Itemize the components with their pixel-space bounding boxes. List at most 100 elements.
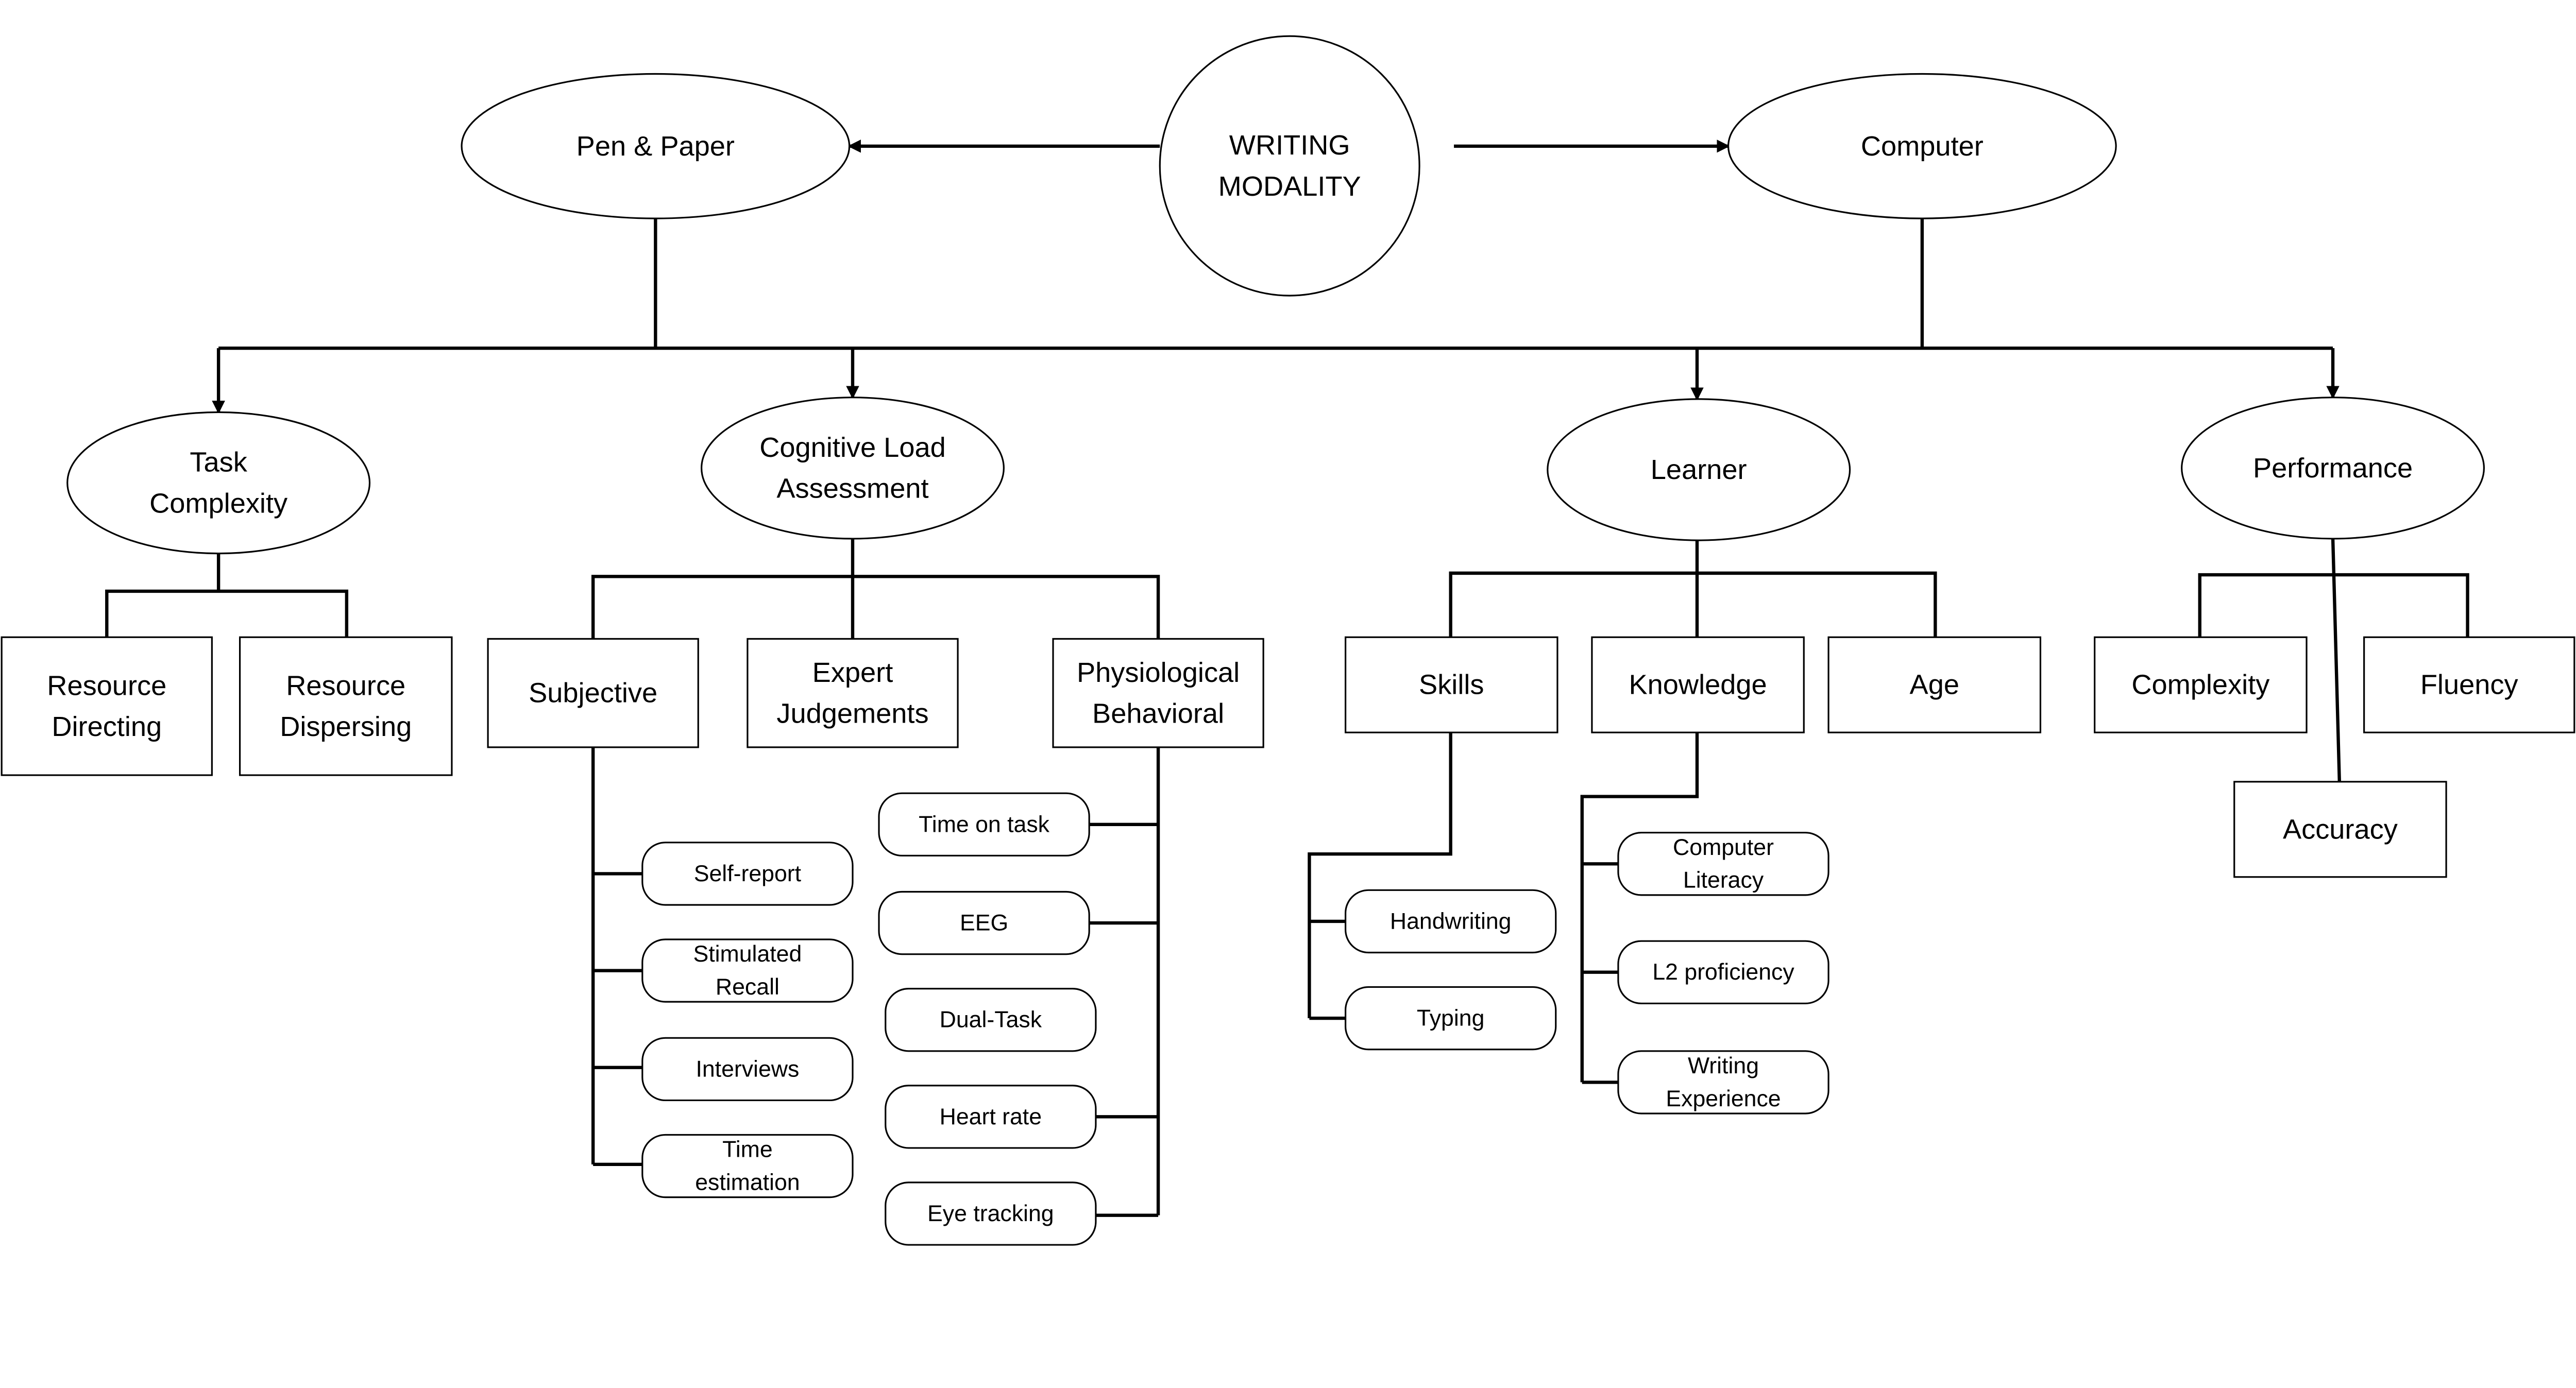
stimulated-recall-label: Recall bbox=[716, 974, 779, 1000]
resource-directing-shape bbox=[1, 636, 213, 776]
interviews-shape bbox=[641, 1037, 854, 1102]
cognitive-load-shape bbox=[701, 397, 1005, 540]
cognitive-load-label: Cognitive Load bbox=[759, 432, 946, 463]
subjective-shape bbox=[487, 638, 699, 748]
computer-literacy-label: Literacy bbox=[1683, 868, 1764, 893]
node-complexity: Complexity bbox=[2094, 636, 2308, 733]
handwriting-shape bbox=[1345, 889, 1557, 954]
skills-label: Skills bbox=[1419, 670, 1484, 700]
node-skills: Skills bbox=[1345, 636, 1558, 733]
line-task-branches bbox=[105, 589, 349, 638]
time-on-task-shape bbox=[878, 792, 1090, 856]
node-performance: Performance bbox=[2181, 397, 2485, 540]
knowledge-shape bbox=[1591, 636, 1805, 733]
line-learner-branches bbox=[1449, 571, 1937, 638]
resource-dispersing-label: Resource bbox=[286, 670, 405, 701]
node-pen-paper: Pen & Paper bbox=[461, 73, 851, 219]
l2-proficiency-shape bbox=[1617, 940, 1829, 1004]
writing-experience-shape bbox=[1617, 1050, 1829, 1115]
writing-experience-label: Experience bbox=[1666, 1086, 1781, 1111]
task-complexity-shape bbox=[66, 411, 371, 555]
expert-judgements-label: Judgements bbox=[776, 698, 928, 729]
complexity-label: Complexity bbox=[2131, 670, 2269, 700]
l2-proficiency-label: L2 proficiency bbox=[1652, 959, 1794, 985]
heart-rate-label: Heart rate bbox=[940, 1104, 1042, 1129]
connectors bbox=[105, 140, 2469, 1217]
node-eye-tracking: Eye tracking bbox=[885, 1181, 1097, 1246]
time-estimation-shape bbox=[641, 1134, 854, 1198]
task-complexity-label: Complexity bbox=[149, 488, 287, 519]
node-handwriting: Handwriting bbox=[1345, 889, 1557, 954]
handwriting-label: Handwriting bbox=[1390, 909, 1512, 934]
time-estimation-label: Time bbox=[722, 1137, 773, 1162]
node-fluency: Fluency bbox=[2363, 636, 2575, 733]
resource-dispersing-label: Dispersing bbox=[280, 711, 412, 742]
stimulated-recall-shape bbox=[641, 938, 854, 1003]
node-age: Age bbox=[1827, 636, 2042, 733]
subjective-label: Subjective bbox=[529, 678, 657, 709]
line-performance-branches bbox=[2198, 573, 2469, 638]
eye-tracking-label: Eye tracking bbox=[927, 1201, 1054, 1226]
complexity-shape bbox=[2094, 636, 2308, 733]
resource-directing-label: Resource bbox=[47, 670, 166, 701]
self-report-label: Self-report bbox=[694, 861, 802, 886]
accuracy-label: Accuracy bbox=[2283, 814, 2398, 845]
node-l2-proficiency: L2 proficiency bbox=[1617, 940, 1829, 1004]
writing-experience-label: Writing bbox=[1688, 1053, 1759, 1078]
performance-label: Performance bbox=[2253, 453, 2413, 484]
resource-directing-label: Directing bbox=[52, 711, 162, 742]
expert-judgements-label: Expert bbox=[812, 657, 893, 688]
performance-shape bbox=[2181, 397, 2485, 540]
skills-shape bbox=[1345, 636, 1558, 733]
task-complexity-label: Task bbox=[190, 447, 247, 478]
computer-label: Computer bbox=[1861, 131, 1984, 162]
computer-literacy-label: Computer bbox=[1673, 835, 1774, 860]
eeg-label: EEG bbox=[960, 911, 1008, 936]
line-skills-trunk bbox=[1308, 732, 1452, 1019]
heart-rate-shape bbox=[885, 1085, 1097, 1149]
eye-tracking-shape bbox=[885, 1181, 1097, 1246]
dual-task-shape bbox=[885, 988, 1097, 1052]
knowledge-label: Knowledge bbox=[1629, 670, 1767, 700]
typing-shape bbox=[1345, 986, 1557, 1051]
pen-paper-shape bbox=[461, 73, 851, 219]
physiological-label: Behavioral bbox=[1092, 698, 1224, 729]
physiological-shape bbox=[1052, 638, 1264, 748]
line-cognitive-branches bbox=[591, 575, 1160, 639]
expert-judgements-shape bbox=[747, 638, 959, 748]
writing-modality-label: WRITING bbox=[1229, 130, 1350, 161]
writing-modality-shape bbox=[1159, 35, 1420, 297]
pen-paper-label: Pen & Paper bbox=[577, 131, 735, 162]
node-interviews: Interviews bbox=[641, 1037, 854, 1102]
line-knowledge-trunk bbox=[1580, 732, 1699, 1083]
dual-task-label: Dual-Task bbox=[940, 1007, 1042, 1033]
learner-shape bbox=[1547, 398, 1851, 541]
node-accuracy: Accuracy bbox=[2233, 781, 2447, 878]
node-dual-task: Dual-Task bbox=[885, 988, 1097, 1052]
computer-literacy-shape bbox=[1617, 832, 1829, 896]
node-time-on-task: Time on task bbox=[878, 792, 1090, 856]
physiological-label: Physiological bbox=[1077, 657, 1240, 688]
typing-label: Typing bbox=[1417, 1006, 1484, 1031]
learner-label: Learner bbox=[1651, 454, 1747, 485]
time-on-task-label: Time on task bbox=[919, 812, 1049, 837]
age-label: Age bbox=[1910, 670, 1959, 700]
node-self-report: Self-report bbox=[641, 842, 854, 906]
resource-dispersing-shape bbox=[239, 636, 453, 776]
eeg-shape bbox=[878, 890, 1090, 955]
node-subjective: Subjective bbox=[487, 638, 699, 748]
self-report-shape bbox=[641, 842, 854, 906]
